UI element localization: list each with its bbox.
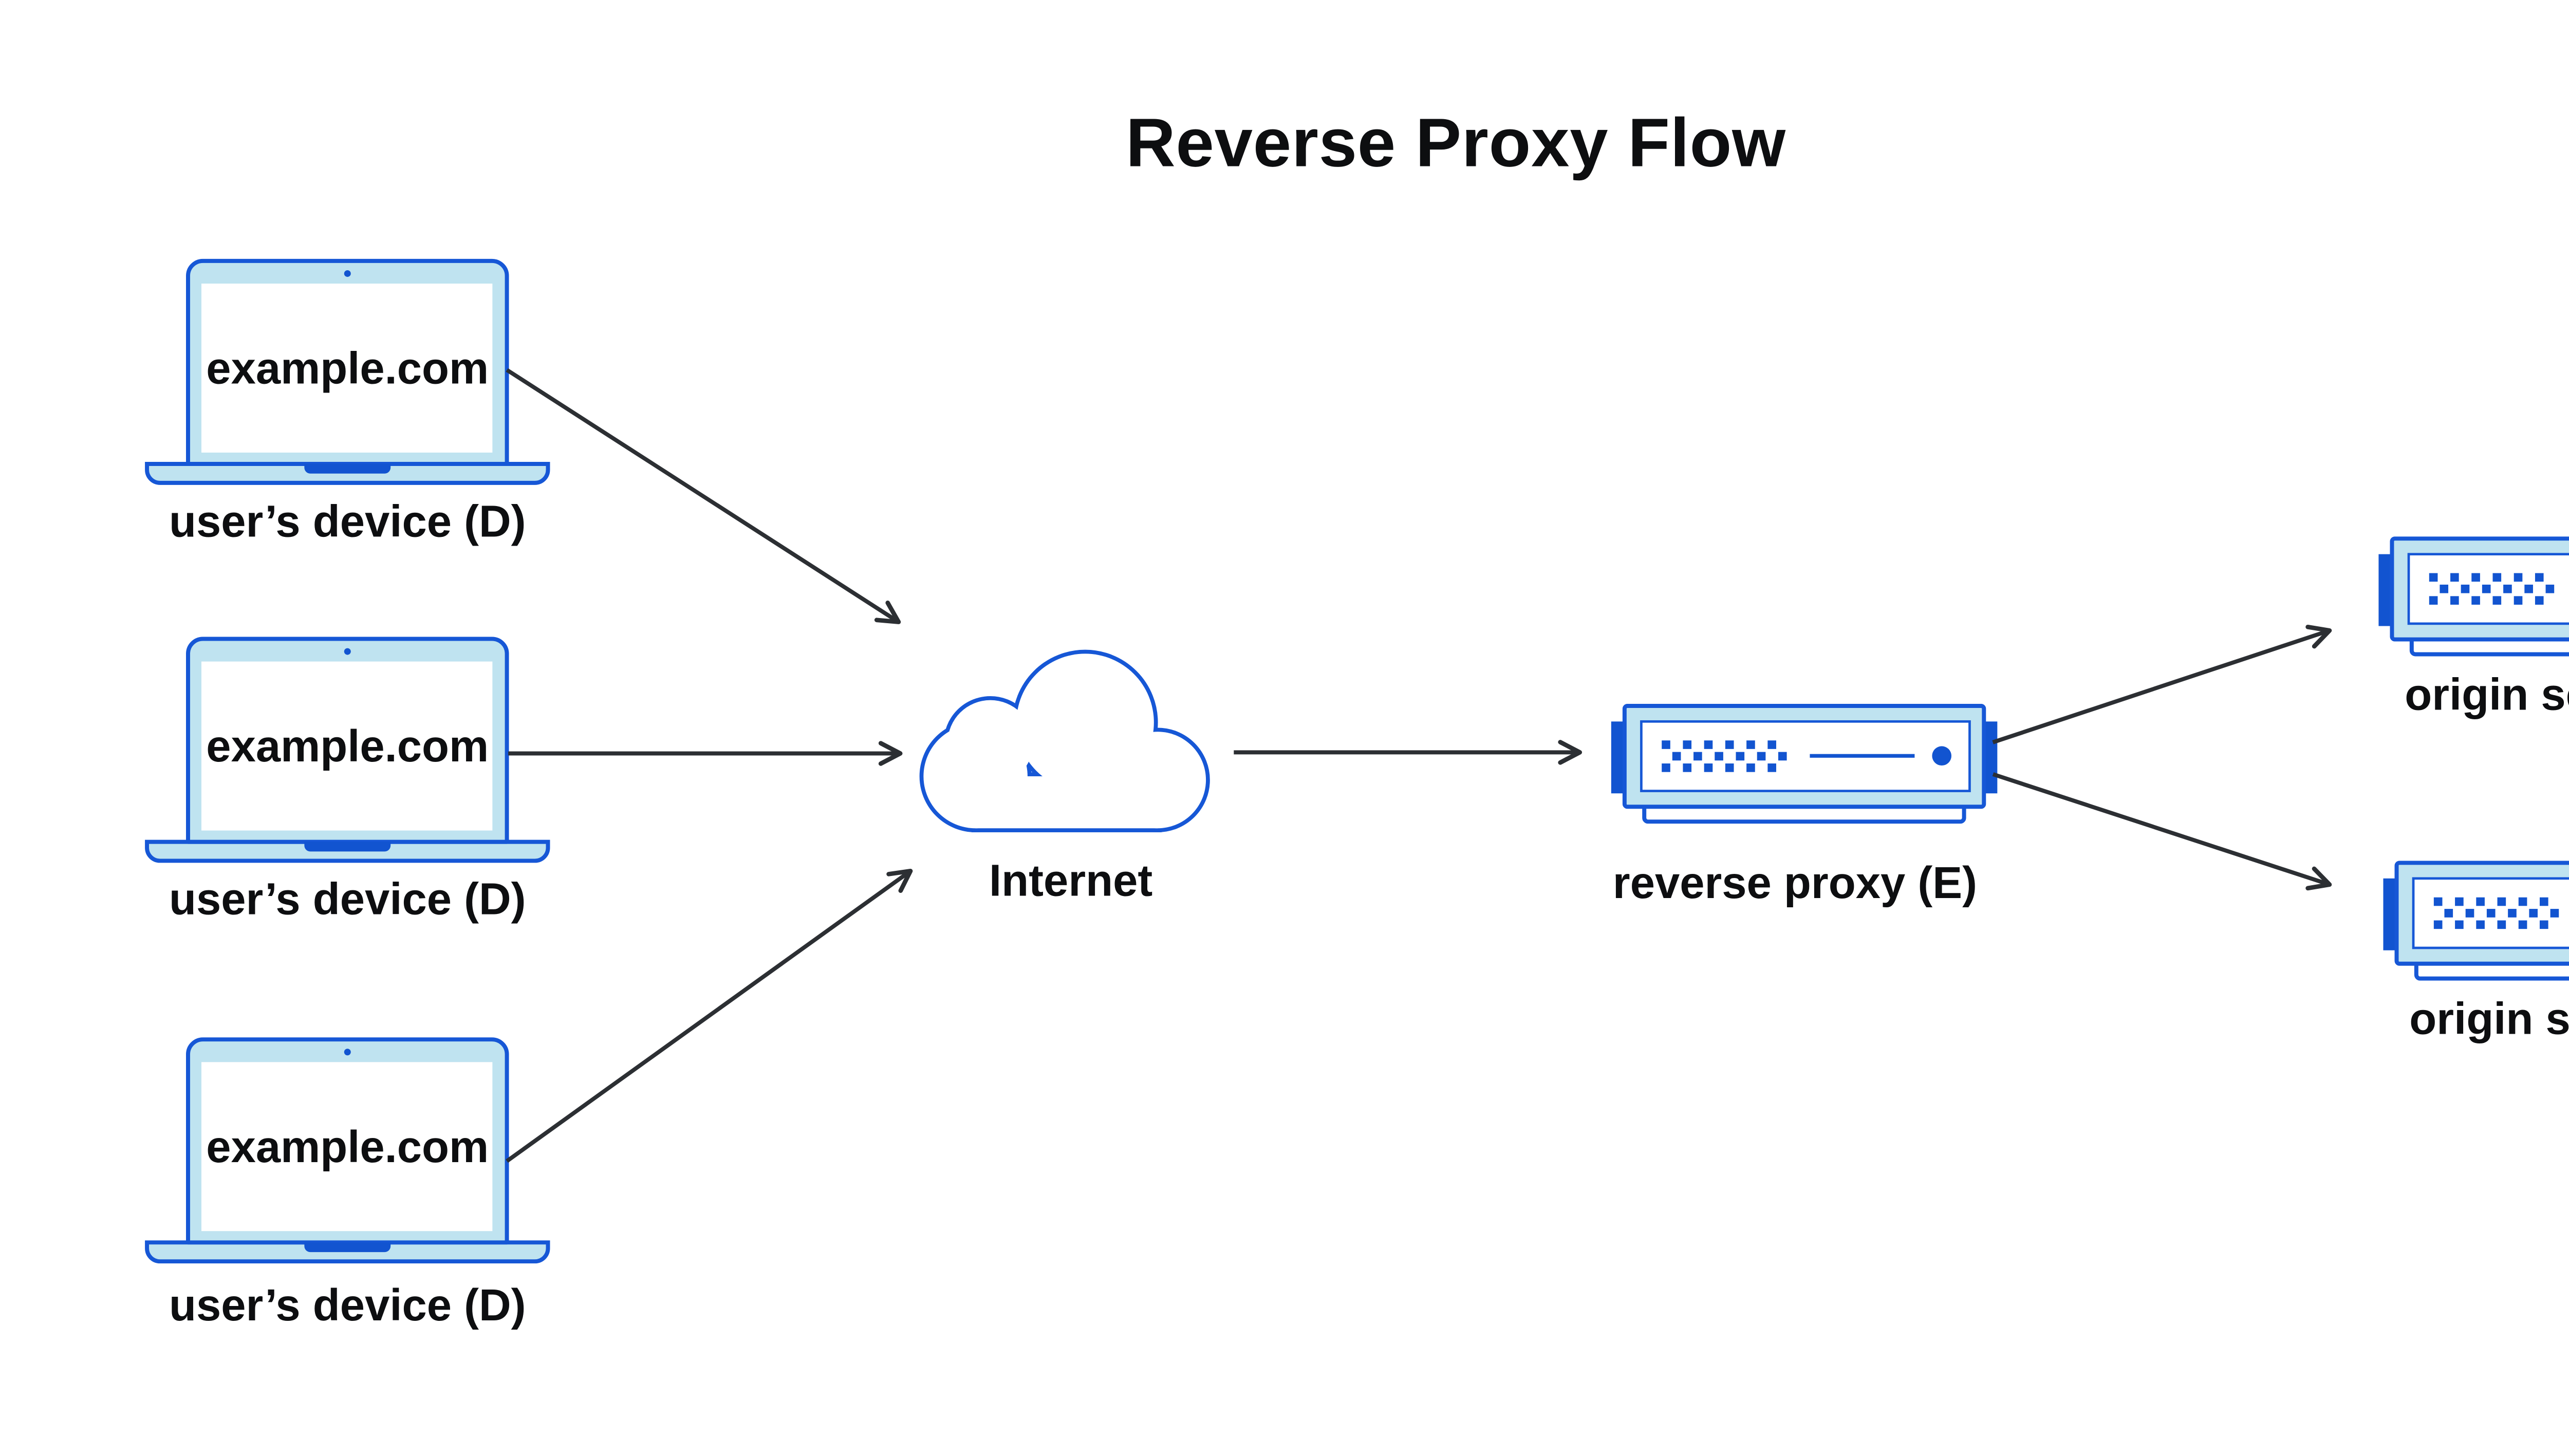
flow-arrows <box>506 368 2332 1163</box>
node-origin-server-2: origin server (F) <box>2383 863 2569 1044</box>
cloud-icon <box>919 649 1210 832</box>
node-user-device-1: example.com user’s device (D) <box>147 261 548 547</box>
device-screen-label: example.com <box>206 1122 489 1172</box>
server-icon <box>1611 706 1998 822</box>
device-screen-label: example.com <box>206 343 489 393</box>
server-icon <box>2383 863 2569 978</box>
device-caption: user’s device (D) <box>169 497 526 547</box>
node-internet: Internet <box>919 649 1210 905</box>
device-caption: user’s device (D) <box>169 874 526 924</box>
device-screen-label: example.com <box>206 721 489 771</box>
reverse-proxy-caption: reverse proxy (E) <box>1613 858 1977 908</box>
node-user-device-3: example.com user’s device (D) <box>147 1039 548 1330</box>
node-reverse-proxy: reverse proxy (E) <box>1611 706 1998 908</box>
arrow-proxy-to-origin2 <box>1992 772 2332 891</box>
page-title: Reverse Proxy Flow <box>1126 105 1786 181</box>
server-icon <box>2378 538 2569 654</box>
origin-server-caption: origin server (F) <box>2405 670 2569 720</box>
origin-server-caption: origin server (F) <box>2409 994 2569 1044</box>
device-caption: user’s device (D) <box>169 1280 526 1330</box>
arrow-device3-to-internet <box>506 869 913 1163</box>
node-user-device-2: example.com user’s device (D) <box>147 639 548 924</box>
arrow-device1-to-internet <box>506 368 901 624</box>
internet-caption: Internet <box>989 855 1152 905</box>
arrow-proxy-to-origin1 <box>1992 624 2332 744</box>
node-origin-server-1: origin server (F) <box>2378 538 2569 720</box>
